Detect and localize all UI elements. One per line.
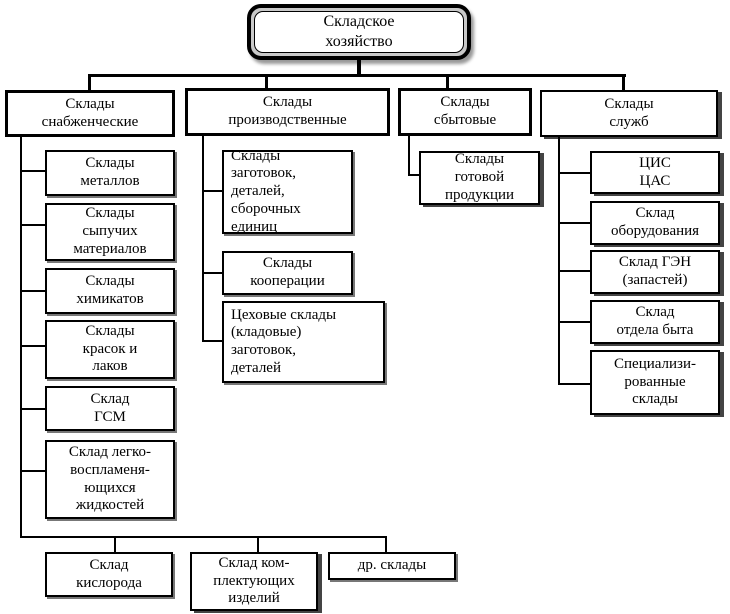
connector-line: [20, 290, 45, 292]
node-chemicals: Склады химикатов: [45, 268, 175, 314]
node-sales-warehouses: Склады сбытовые: [398, 88, 532, 136]
connector-line: [20, 170, 45, 172]
connector-line: [558, 270, 590, 272]
node-flammable-liquids: Склад легко- воспламеня- ющихся жидкосте…: [45, 440, 175, 519]
connector-line: [20, 408, 45, 410]
connector-line: [88, 74, 626, 77]
node-components: Склад ком- плектующих изделий: [190, 552, 318, 611]
node-fuel-gsm: Склад ГСМ: [45, 386, 175, 431]
node-finished-products: Склады готовой продукции: [419, 151, 540, 205]
node-equipment: Склад оборудования: [590, 201, 720, 245]
node-blanks-parts: Склады заготовок, деталей, сборочных еди…: [222, 148, 353, 235]
connector-line: [558, 383, 590, 385]
node-paints-varnishes: Склады красок и лаков: [45, 320, 175, 379]
node-service-warehouses: Склады служб: [540, 90, 718, 137]
node-root: Складское хозяйство: [247, 4, 471, 60]
connector-line: [408, 136, 410, 176]
node-cis-cas: ЦИС ЦАС: [590, 151, 720, 194]
connector-line: [558, 137, 560, 385]
connector-line: [202, 272, 222, 274]
node-production-warehouses: Склады производственные: [185, 88, 390, 136]
node-oxygen: Склад кислорода: [45, 552, 173, 597]
connector-line: [20, 137, 22, 537]
connector-line: [265, 74, 268, 89]
connector-line: [114, 536, 116, 552]
node-shop-warehouses: Цеховые склады (кладовые) заготовок, дет…: [222, 301, 385, 383]
node-cooperation: Склады кооперации: [222, 251, 353, 295]
node-household-dept: Склад отдела быта: [590, 300, 720, 344]
node-other-warehouses: др. склады: [328, 552, 456, 580]
connector-line: [558, 321, 590, 323]
connector-line: [20, 536, 387, 538]
connector-line: [202, 136, 204, 342]
connector-line: [622, 74, 625, 91]
connector-line: [20, 224, 45, 226]
connector-line: [20, 345, 45, 347]
node-supply-warehouses: Склады снабженческие: [5, 90, 175, 137]
node-root-label: Складское хозяйство: [254, 11, 464, 53]
connector-line: [558, 172, 590, 174]
connector-line: [202, 340, 222, 342]
connector-line: [446, 74, 449, 89]
connector-line: [20, 470, 45, 472]
connector-line: [357, 60, 361, 76]
connector-line: [385, 536, 387, 552]
node-metals: Склады металлов: [45, 150, 175, 196]
connector-line: [257, 536, 259, 552]
connector-line: [558, 222, 590, 224]
node-bulk-materials: Склады сыпучих материалов: [45, 203, 175, 261]
connector-line: [202, 190, 222, 192]
node-gen-spares: Склад ГЭН (запастей): [590, 250, 720, 294]
connector-line: [88, 74, 91, 91]
connector-line: [408, 174, 419, 176]
node-specialized: Специализи- рованные склады: [590, 350, 720, 415]
